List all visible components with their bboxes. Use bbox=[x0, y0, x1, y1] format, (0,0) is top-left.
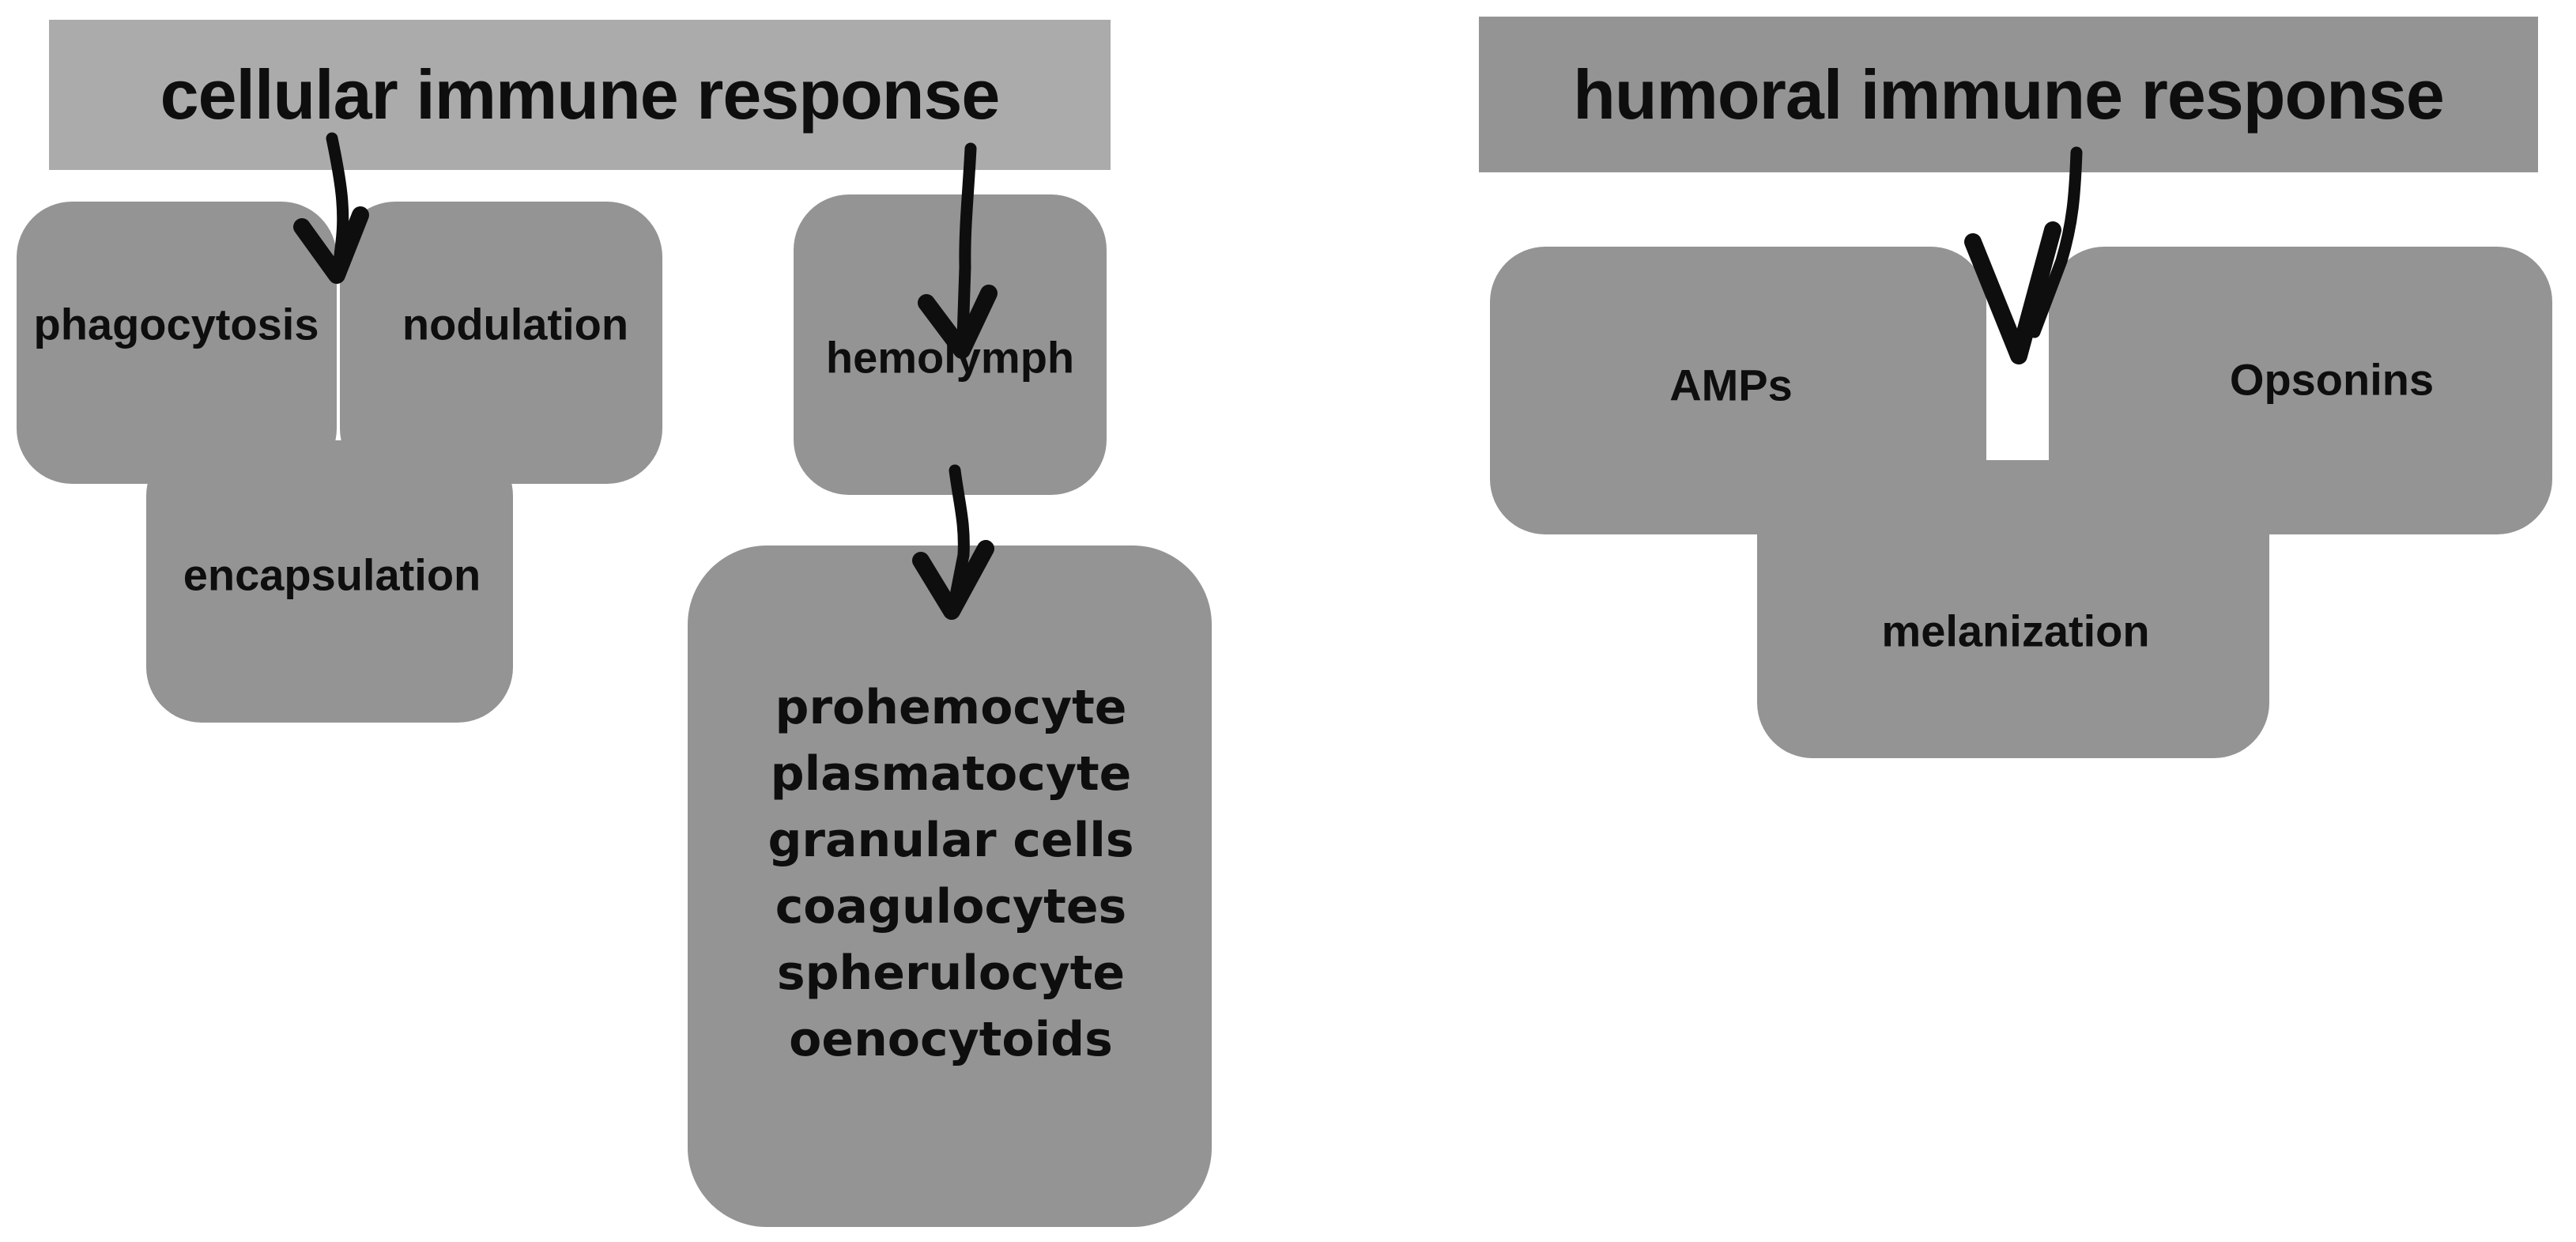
hemocyte-types-list: prohemocyte plasmatocyte granular cells … bbox=[768, 674, 1133, 1073]
list-item-plasmatocyte: plasmatocyte bbox=[770, 746, 1132, 802]
list-item-coagulocytes: coagulocytes bbox=[775, 879, 1127, 934]
cellular-immune-response-title: cellular immune response bbox=[160, 55, 1001, 134]
list-item-spherulocyte: spherulocyte bbox=[776, 946, 1126, 1001]
melanization-box bbox=[1757, 460, 2269, 758]
opsonins-label: Opsonins bbox=[2229, 354, 2435, 405]
hemolymph-label: hemolymph bbox=[825, 332, 1075, 383]
phagocytosis-label: phagocytosis bbox=[33, 299, 319, 349]
nodulation-label: nodulation bbox=[402, 299, 629, 349]
phagocytosis-box bbox=[17, 202, 337, 484]
amps-label: AMPs bbox=[1669, 360, 1793, 410]
encapsulation-box bbox=[146, 440, 513, 723]
list-item-oenocytoids: oenocytoids bbox=[789, 1012, 1113, 1067]
list-item-prohemocyte: prohemocyte bbox=[775, 680, 1127, 735]
encapsulation-label: encapsulation bbox=[183, 549, 481, 600]
nodulation-box bbox=[340, 202, 662, 484]
cellular-immune-response-banner: cellular immune response bbox=[49, 20, 1111, 170]
list-item-granular-cells: granular cells bbox=[768, 813, 1134, 868]
humoral-immune-response-banner: humoral immune response bbox=[1479, 17, 2538, 172]
hemocyte-types-box bbox=[688, 545, 1212, 1227]
humoral-immune-response-title: humoral immune response bbox=[1573, 55, 2445, 134]
melanization-label: melanization bbox=[1881, 606, 2150, 656]
